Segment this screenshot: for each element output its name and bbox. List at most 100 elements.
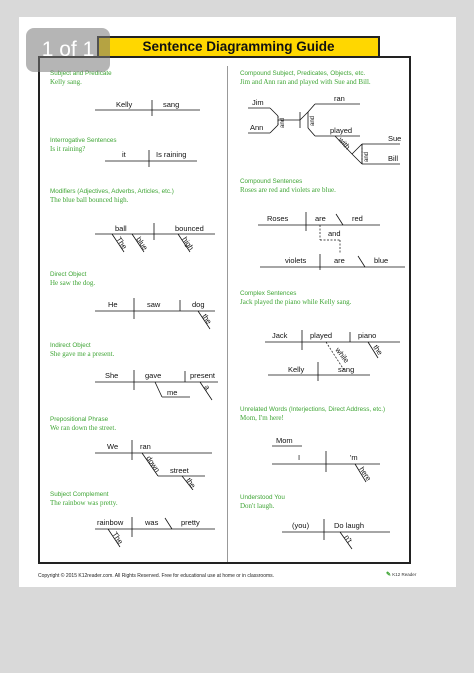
word: and — [310, 116, 316, 126]
section-prepositional-phrase: Prepositional Phrase We ran down the str… — [50, 416, 225, 490]
word: the — [200, 312, 213, 326]
word: dog — [192, 300, 205, 309]
word: played — [310, 331, 332, 340]
word: down — [144, 454, 161, 474]
word: Bill — [388, 154, 398, 163]
section-example: We ran down the street. — [50, 424, 117, 432]
logo-text: K12 Reader — [392, 572, 417, 577]
worksheet-title: Sentence Diagramming Guide — [97, 36, 380, 58]
section-heading: Subject and Predicate — [50, 70, 112, 77]
copyright-text: Copyright © 2015 K12reader.com. All Righ… — [38, 573, 275, 579]
word: Jack — [272, 331, 288, 340]
section-understood-you: Understood You Don't laugh. (you) Do lau… — [240, 494, 410, 558]
diagram: Jack played piano while the Kelly sang — [265, 330, 400, 381]
word: Sue — [388, 134, 401, 143]
word: saw — [147, 300, 161, 309]
word: piano — [358, 331, 376, 340]
section-compound: Compound Subject, Predicates, Objects, e… — [240, 70, 410, 170]
word: rainbow — [97, 518, 124, 527]
word: Roses — [267, 214, 289, 223]
word: I — [298, 453, 300, 462]
section-heading: Modifiers (Adjectives, Adverbs, Articles… — [50, 188, 174, 195]
word: with — [336, 135, 352, 152]
section-heading: Compound Subject, Predicates, Objects, e… — [240, 70, 366, 77]
word: it — [122, 150, 127, 159]
word: red — [352, 214, 363, 223]
word: Mom — [276, 436, 293, 445]
diagram: ball bounced The blue high — [95, 223, 215, 253]
word: present — [190, 371, 216, 380]
section-heading: Direct Object — [50, 271, 87, 278]
diagram: Roses are red and violets are blue — [258, 212, 405, 270]
diagram: (you) Do laugh n't — [282, 519, 390, 550]
section-heading: Understood You — [240, 494, 285, 501]
word: She — [105, 371, 118, 380]
section-example: Mom, I'm here! — [240, 414, 284, 422]
worksheet-page — [19, 17, 456, 587]
word: blue — [134, 235, 149, 252]
section-example: Jack played the piano while Kelly sang. — [240, 298, 352, 306]
diagram: Kelly sang — [95, 100, 200, 116]
word: He — [108, 300, 118, 309]
word: are — [334, 256, 345, 265]
k12reader-logo: ✎ K12 Reader — [386, 571, 416, 578]
diagram: Mom I 'm here — [272, 436, 380, 483]
section-modifiers: Modifiers (Adjectives, Adverbs, Articles… — [50, 188, 225, 260]
word: blue — [374, 256, 388, 265]
section-example: Is it raining? — [50, 145, 86, 153]
section-heading: Compound Sentences — [240, 178, 303, 185]
word: high — [180, 235, 195, 252]
section-example: He saw the dog. — [50, 279, 96, 287]
word: Is raining — [156, 150, 186, 159]
diagram: We ran down street the — [95, 440, 212, 490]
section-example: The rainbow was pretty. — [50, 499, 118, 507]
section-complex-sentences: Complex Sentences Jack played the piano … — [240, 290, 410, 382]
word: gave — [145, 371, 161, 380]
diagram: She gave present me a — [95, 370, 218, 401]
word: was — [144, 518, 159, 527]
section-example: Kelly sang. — [50, 78, 82, 86]
word: Kelly — [288, 365, 305, 374]
section-example: Roses are red and violets are blue. — [240, 186, 336, 194]
section-heading: Subject Complement — [50, 491, 109, 498]
diagram: Jim Ann and ran played and with Sue Bill… — [248, 94, 401, 165]
word: Do laugh — [334, 521, 364, 530]
diagram: He saw dog the — [95, 298, 215, 330]
section-example: Jim and Ann ran and played with Sue and … — [240, 78, 371, 86]
word: pretty — [181, 518, 200, 527]
word: here — [357, 465, 373, 482]
diagram: rainbow was pretty The — [95, 517, 215, 548]
word: Ann — [250, 123, 263, 132]
word: street — [170, 466, 190, 475]
word: violets — [285, 256, 307, 265]
section-direct-object: Direct Object He saw the dog. He saw dog… — [50, 271, 225, 333]
section-unrelated-words: Unrelated Words (Interjections, Direct A… — [240, 406, 410, 486]
word: the — [371, 343, 384, 357]
section-example: The blue ball bounced high. — [50, 196, 129, 204]
section-interrogative: Interrogative Sentences Is it raining? i… — [50, 137, 225, 185]
page-indicator: 1 of 1 — [26, 28, 110, 72]
word: and — [280, 118, 286, 128]
word: played — [330, 126, 352, 135]
word: 'm — [350, 453, 358, 462]
word: a — [202, 383, 212, 392]
word: while — [333, 345, 351, 365]
word: ball — [115, 224, 127, 233]
section-example: She gave me a present. — [50, 350, 115, 358]
word: are — [315, 214, 326, 223]
word: sang — [338, 365, 354, 374]
word: The — [110, 530, 125, 546]
logo-mark-icon: ✎ — [386, 572, 392, 578]
word: We — [107, 442, 118, 451]
word: The — [114, 235, 129, 251]
word: and — [364, 152, 370, 162]
section-compound-sentences: Compound Sentences Roses are red and vio… — [240, 178, 410, 270]
word: the — [184, 476, 197, 490]
section-heading: Unrelated Words (Interjections, Direct A… — [240, 406, 386, 413]
column-divider — [227, 66, 228, 562]
word: (you) — [292, 521, 310, 530]
word: ran — [334, 94, 345, 103]
word: Kelly — [116, 100, 133, 109]
word: sang — [163, 100, 179, 109]
section-heading: Complex Sentences — [240, 290, 297, 297]
